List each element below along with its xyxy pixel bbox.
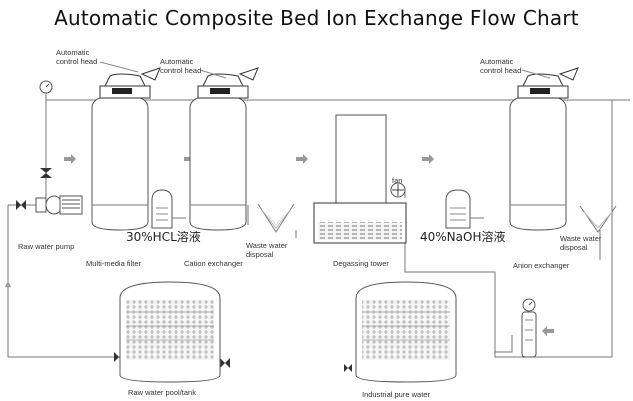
label-waste-water-1: Waste water disposal bbox=[246, 241, 288, 259]
multi-media-filter-vessel bbox=[91, 67, 161, 231]
waste-funnel-icon bbox=[257, 203, 295, 233]
raw-water-pump-icon bbox=[35, 195, 83, 215]
industrial-pure-water-tank bbox=[355, 281, 457, 383]
cation-exchanger-vessel bbox=[189, 67, 259, 231]
label-raw-water-pool: Raw water pool/tank bbox=[128, 388, 196, 397]
label-naoh-solution: 40%NaOH溶液 bbox=[420, 230, 506, 244]
naoh-dosing-tank bbox=[445, 189, 484, 229]
cartridge-filter-vessel bbox=[521, 311, 537, 358]
label-cation-exchanger: Cation exchanger bbox=[184, 259, 243, 268]
label-raw-water-pump: Raw water pump bbox=[18, 242, 75, 251]
label-degassing-tower: Degassing tower bbox=[333, 259, 389, 268]
label-control-head-3: Automatic control head bbox=[480, 57, 522, 75]
hcl-dosing-tank bbox=[151, 189, 186, 229]
label-hcl-solution: 30%HCL溶液 bbox=[126, 230, 201, 244]
diagram-title: Automatic Composite Bed Ion Exchange Flo… bbox=[54, 6, 579, 30]
label-anion-exchanger: Anion exchanger bbox=[513, 261, 570, 270]
raw-water-pool-tank bbox=[119, 281, 221, 383]
piping bbox=[7, 92, 630, 368]
label-control-head-2: Automatic control head bbox=[160, 57, 202, 75]
label-waste-water-2: Waste water disposal bbox=[560, 234, 602, 252]
anion-exchanger-vessel bbox=[509, 67, 579, 231]
pressure-gauge-icon bbox=[39, 80, 536, 312]
label-pointers bbox=[99, 61, 551, 79]
label-control-head-1: Automatic control head bbox=[56, 48, 98, 66]
label-multi-media-filter: Multi-media filter bbox=[86, 259, 142, 268]
label-industrial-pure-water: Industrial pure water bbox=[362, 390, 430, 399]
degassing-tower bbox=[313, 114, 407, 244]
label-fan: fan bbox=[392, 176, 403, 185]
waste-funnel-icon bbox=[579, 205, 617, 233]
